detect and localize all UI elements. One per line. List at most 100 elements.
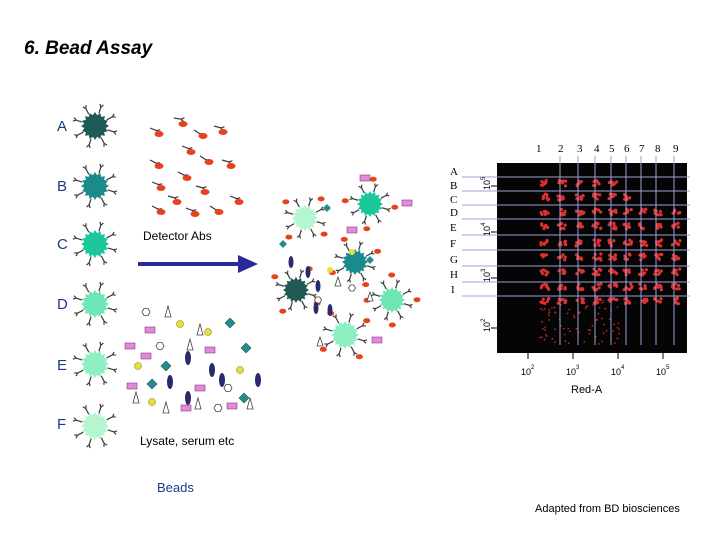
plot-dot (623, 197, 627, 201)
column-label: 3 (577, 143, 583, 155)
plot-dot (627, 252, 631, 256)
plot-dot (578, 222, 583, 226)
plot-dot (583, 341, 586, 343)
plot-dot (568, 330, 571, 333)
column-label: 8 (655, 143, 661, 155)
plot-dot (612, 299, 614, 301)
plot-dot (544, 223, 548, 227)
column-label: 1 (536, 143, 542, 155)
plot-dot (629, 242, 633, 246)
plot-dot (600, 317, 603, 320)
antibody-icon (372, 305, 382, 312)
plot-dot (561, 212, 565, 216)
plot-dot (548, 311, 551, 314)
plot-dot (541, 268, 545, 272)
triangle-molecule (194, 396, 202, 410)
analyte-dot (362, 282, 370, 288)
oval-molecule (255, 373, 261, 387)
antibody-icon (107, 129, 118, 135)
plot-dot (625, 257, 630, 262)
triangle-molecule (334, 275, 342, 287)
antibody-icon (348, 312, 354, 323)
rect-molecule (126, 382, 138, 390)
analyte-dot (413, 297, 421, 303)
plot-dot (585, 305, 588, 308)
plot-dot (599, 252, 603, 256)
plot-dot (637, 272, 642, 276)
detector-antibodies (149, 117, 244, 217)
rect-molecule (204, 346, 216, 354)
flow-cytometry-plot: 1 2 3 4 5 6 7 8 9 A B C D E F G H I 10 2… (450, 143, 690, 396)
lysate-label: Lysate, serum etc (140, 434, 235, 448)
oval-molecule (327, 304, 333, 316)
plot-dot (545, 196, 549, 200)
oval-molecule (185, 391, 191, 405)
antibody-icon (74, 131, 84, 139)
plot-dot (563, 240, 567, 245)
antibody-icon (100, 315, 108, 325)
x-tick-label: 10 4 (611, 365, 625, 377)
x-tick-label: 10 3 (566, 365, 580, 377)
plot-dot (575, 327, 578, 330)
antibody-icon (107, 429, 118, 435)
detector-antibody (229, 195, 244, 205)
plot-dot (551, 307, 553, 309)
diamond-molecule (146, 378, 158, 390)
oval-molecule (315, 280, 321, 292)
antibody-icon (358, 241, 364, 251)
bead-column (72, 103, 118, 449)
plot-dot (607, 284, 611, 288)
circle-molecule (349, 249, 355, 255)
antibody-icon (86, 138, 92, 149)
antibody-icon (365, 250, 375, 257)
plot-dot (597, 343, 600, 345)
plot-dot (659, 285, 663, 289)
plot-dot (540, 336, 543, 339)
antibody-icon (100, 255, 108, 265)
analyte-dot (369, 176, 377, 182)
plot-dot (673, 282, 677, 286)
plot-dot (542, 300, 544, 303)
antibody-icon (358, 184, 365, 194)
plot-dot (678, 267, 682, 271)
rect-molecule (226, 402, 238, 410)
plot-dot (624, 296, 629, 300)
detector-antibody (167, 195, 182, 205)
row-label: C (450, 194, 457, 206)
antibody-icon (336, 347, 342, 358)
plot-dot (674, 268, 678, 272)
arrow-group (138, 255, 258, 273)
plot-dot (574, 209, 579, 213)
antibody-icon (324, 340, 334, 348)
plot-dot (676, 283, 681, 288)
row-label: B (450, 180, 457, 192)
plot-dot (557, 256, 561, 260)
bead-e (72, 341, 118, 387)
diamond-molecule (366, 256, 374, 264)
x-tick-label: 10 5 (656, 365, 670, 377)
bead-complex (282, 196, 328, 240)
detector-antibody (177, 171, 192, 181)
column-label: 7 (639, 143, 645, 155)
x-tick-label: 10 2 (521, 365, 535, 377)
plot-dot (595, 269, 599, 274)
credit-text: Adapted from BD biosciences (535, 503, 680, 515)
detector-antibody (195, 185, 210, 195)
plot-dot (544, 178, 548, 183)
hexagon-molecule (314, 296, 322, 304)
plot-area (497, 163, 687, 353)
plot-dot (541, 309, 544, 311)
plot-dot (563, 258, 567, 262)
plot-dot (560, 299, 562, 302)
detector-antibody (185, 207, 200, 217)
antibody-icon (74, 249, 84, 257)
plot-dot (601, 301, 604, 304)
antibody-icon (106, 173, 116, 181)
antibody-icon (284, 209, 294, 215)
plot-dot (596, 238, 600, 242)
antibody-icon (381, 207, 391, 213)
plot-dot (623, 194, 628, 198)
hexagon-molecule (141, 308, 151, 316)
plot-dot (643, 286, 648, 291)
detector-antibody (209, 205, 224, 215)
